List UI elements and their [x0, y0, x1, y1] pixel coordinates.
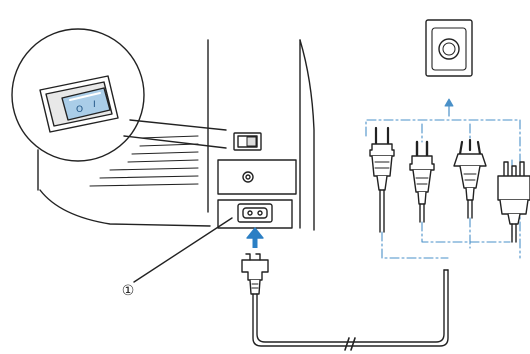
power-switch[interactable]	[233, 132, 262, 151]
switch-on-mark: I	[93, 100, 96, 110]
plug-type-c-icon	[409, 140, 435, 223]
plug-type-g-icon	[497, 161, 530, 243]
rocker-switch[interactable]	[61, 87, 111, 121]
callout-number-1: ①	[121, 283, 135, 299]
power-cord	[241, 227, 449, 351]
switch-off-mark: O	[76, 105, 83, 115]
plug-type-i-icon	[453, 138, 487, 219]
foot-controller-jack[interactable]	[242, 171, 254, 183]
plug-type-a-icon	[369, 126, 395, 233]
switch-magnified-view: O I	[11, 28, 227, 162]
foot-controller-jack-panel	[217, 159, 297, 195]
callout-leader-line	[133, 217, 233, 283]
sewing-machine-body	[37, 39, 315, 231]
to-outlet-arrow-icon	[444, 98, 454, 117]
power-inlet-panel	[217, 199, 293, 229]
outlet-socket[interactable]	[438, 38, 460, 60]
vent-slots	[89, 135, 199, 187]
wall-outlet	[425, 19, 473, 77]
